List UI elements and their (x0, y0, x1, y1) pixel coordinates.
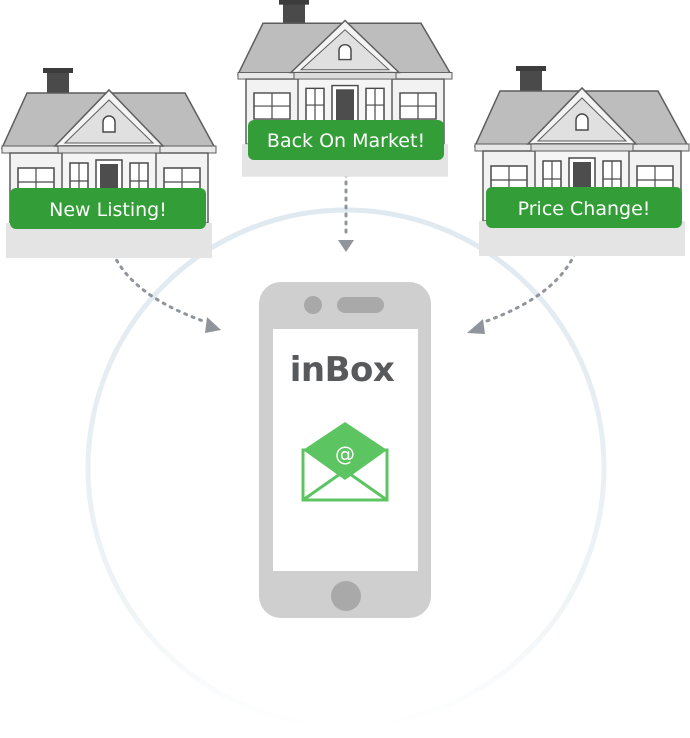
app-name: inBox (290, 350, 395, 390)
phone-speaker (337, 297, 384, 313)
label-back-on-market-text: Back On Market! (267, 130, 425, 152)
arrow-left (106, 236, 221, 333)
phone: inBox @ (259, 282, 431, 618)
label-new-listing-text: New Listing! (49, 199, 167, 221)
phone-camera (304, 296, 322, 314)
background-ring (85, 207, 607, 729)
house-left (1, 67, 217, 259)
label-new-listing: New Listing! (10, 188, 206, 229)
at-symbol: @ (335, 442, 355, 466)
phone-home-button (331, 581, 361, 611)
arrow-right (467, 236, 582, 334)
label-price-change-text: Price Change! (518, 198, 651, 220)
label-price-change: Price Change! (486, 187, 682, 228)
envelope-icon: @ (301, 422, 389, 502)
arrow-center (338, 172, 354, 252)
label-back-on-market: Back On Market! (248, 120, 444, 160)
